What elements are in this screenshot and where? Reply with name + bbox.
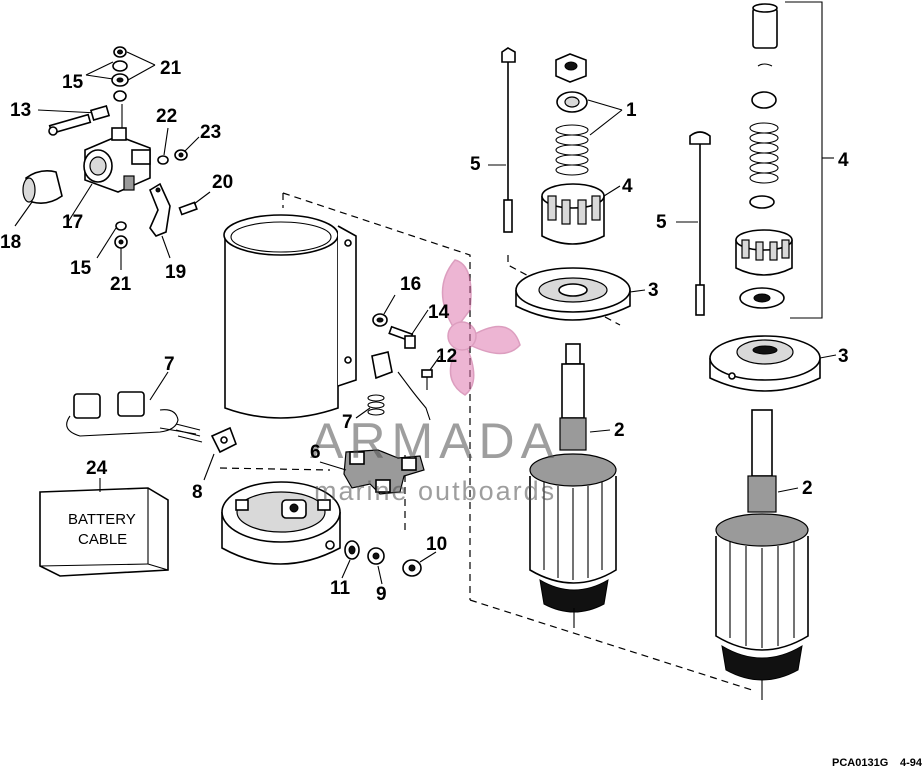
callout-2-left: 2 xyxy=(614,420,625,441)
commutator-end-cap xyxy=(221,481,341,565)
callout-17: 17 xyxy=(62,212,83,233)
battery-label-line2: CABLE xyxy=(78,531,127,548)
drive-end-cap-left xyxy=(515,267,646,321)
callout-4-left: 4 xyxy=(622,176,633,197)
starter-frame-housing xyxy=(223,214,357,419)
terminal-stud xyxy=(37,104,111,136)
propeller-logo-icon xyxy=(441,259,521,396)
callout-11: 11 xyxy=(330,578,351,599)
callout-numbers: 21 15 13 22 23 20 17 18 15 21 19 16 14 1… xyxy=(0,58,849,605)
callout-21-top: 21 xyxy=(160,58,182,79)
callout-14: 14 xyxy=(428,302,450,323)
callout-18: 18 xyxy=(0,232,21,253)
nut-washer-stack-top xyxy=(85,46,156,102)
callout-22: 22 xyxy=(156,106,177,127)
callout-3-right: 3 xyxy=(838,346,849,367)
drive-parts-right xyxy=(735,1,834,319)
drive-end-cap-right xyxy=(709,335,837,392)
armature-left xyxy=(529,343,617,628)
callout-2-right: 2 xyxy=(802,478,813,499)
callout-10: 10 xyxy=(426,534,447,555)
callout-12: 12 xyxy=(436,346,457,367)
figure-code: PCA0131G xyxy=(832,757,888,768)
watermark-logo: ARMADA marine outboards xyxy=(310,259,560,506)
callout-1: 1 xyxy=(626,100,637,121)
pinion-nut-spring-stack xyxy=(555,53,623,176)
callout-5-left: 5 xyxy=(470,154,481,175)
watermark-tagline: marine outboards xyxy=(314,476,556,506)
end-cap-fasteners xyxy=(341,540,437,585)
insulator-bracket xyxy=(203,426,238,481)
callout-16: 16 xyxy=(400,274,421,295)
small-nuts-22-23 xyxy=(157,127,200,165)
callout-8: 8 xyxy=(192,482,203,503)
through-bolt-left xyxy=(488,47,516,233)
callout-7-center: 7 xyxy=(342,412,353,433)
watermark-brand: ARMADA xyxy=(310,413,560,469)
callout-23: 23 xyxy=(200,122,221,143)
battery-cable-box xyxy=(39,478,169,577)
callout-15-lower: 15 xyxy=(70,258,92,279)
solenoid-assembly xyxy=(67,104,151,223)
figure-date: 4-94 xyxy=(900,757,923,768)
callout-7-left: 7 xyxy=(164,354,175,375)
callout-15-top: 15 xyxy=(62,72,84,93)
field-terminal-hardware xyxy=(372,294,441,390)
callout-24: 24 xyxy=(86,458,108,479)
callout-13: 13 xyxy=(10,100,31,121)
callout-21-lower: 21 xyxy=(110,274,132,295)
callout-5-right: 5 xyxy=(656,212,667,233)
battery-label-line1: BATTERY xyxy=(68,511,136,528)
brush-set-with-lead xyxy=(66,371,203,443)
nut-washer-stack-lower xyxy=(96,221,128,270)
through-bolt-right xyxy=(676,131,711,316)
drive-gear-left xyxy=(541,183,621,245)
armature-right xyxy=(715,409,809,700)
callout-4-right: 4 xyxy=(838,150,849,171)
callout-20: 20 xyxy=(212,172,233,193)
brush-holder-plate xyxy=(319,449,425,495)
callout-9: 9 xyxy=(376,584,387,605)
rubber-boot xyxy=(14,170,63,227)
bracket-and-screw xyxy=(149,182,211,259)
callout-3-left: 3 xyxy=(648,280,659,301)
callout-19: 19 xyxy=(165,262,186,283)
callout-6: 6 xyxy=(310,442,321,463)
brush-and-spring-upper xyxy=(355,351,431,421)
